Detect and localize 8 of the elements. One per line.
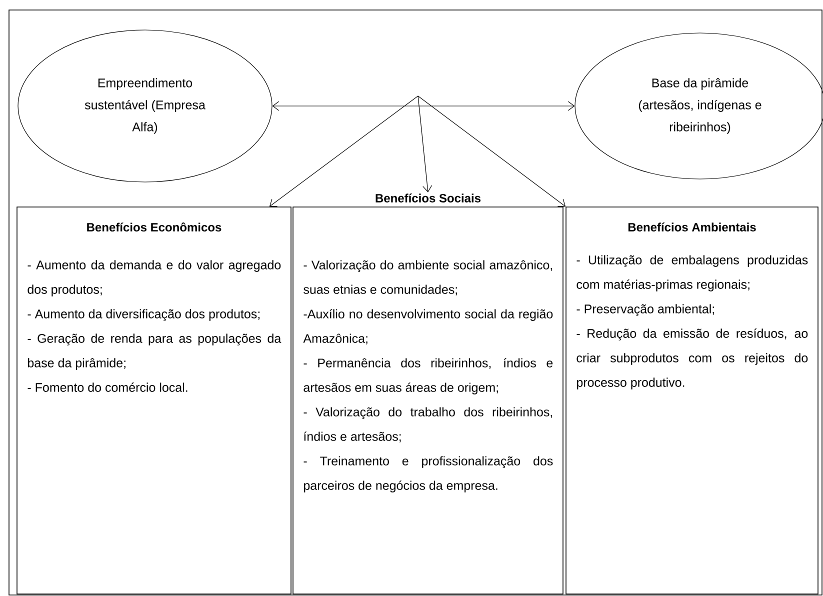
node-label: Benefícios Sociais (376, 194, 481, 202)
arrow (418, 96, 432, 192)
arrow (269, 96, 418, 207)
column-box: Benefícios Econômicos - Aumento da demanda e do valor agregado dos produtos; - Aumento da diversificação dos produtos; - Geração de renda para as populações da base da pirâmide; - Fomento do comércio local. (16, 206, 292, 594)
arrow (272, 101, 575, 111)
column-box: Benefícios Sociais - Valorização do ambiente social amazônico, suas etnias e comunidades; -Auxílio no desenvolvimento social da região Amazônica; - Permanência dos ribeirinhos, índios e artesãos em suas áreas de origem; - Valorização do trabalho dos ribeirinhos, índios e artesãos; - Treinamento e profissionalização dos parceiros de negócios da empresa. (292, 194, 564, 594)
column-box: Benefícios Ambientais - Utilização de embalagens produzidas com matérias-primas regionais; - Preservação ambiental; - Redução da emissão de resíduos, ao criar subprodutos com os rejeitos do processo produtivo. (566, 206, 818, 594)
arrow (418, 96, 566, 207)
